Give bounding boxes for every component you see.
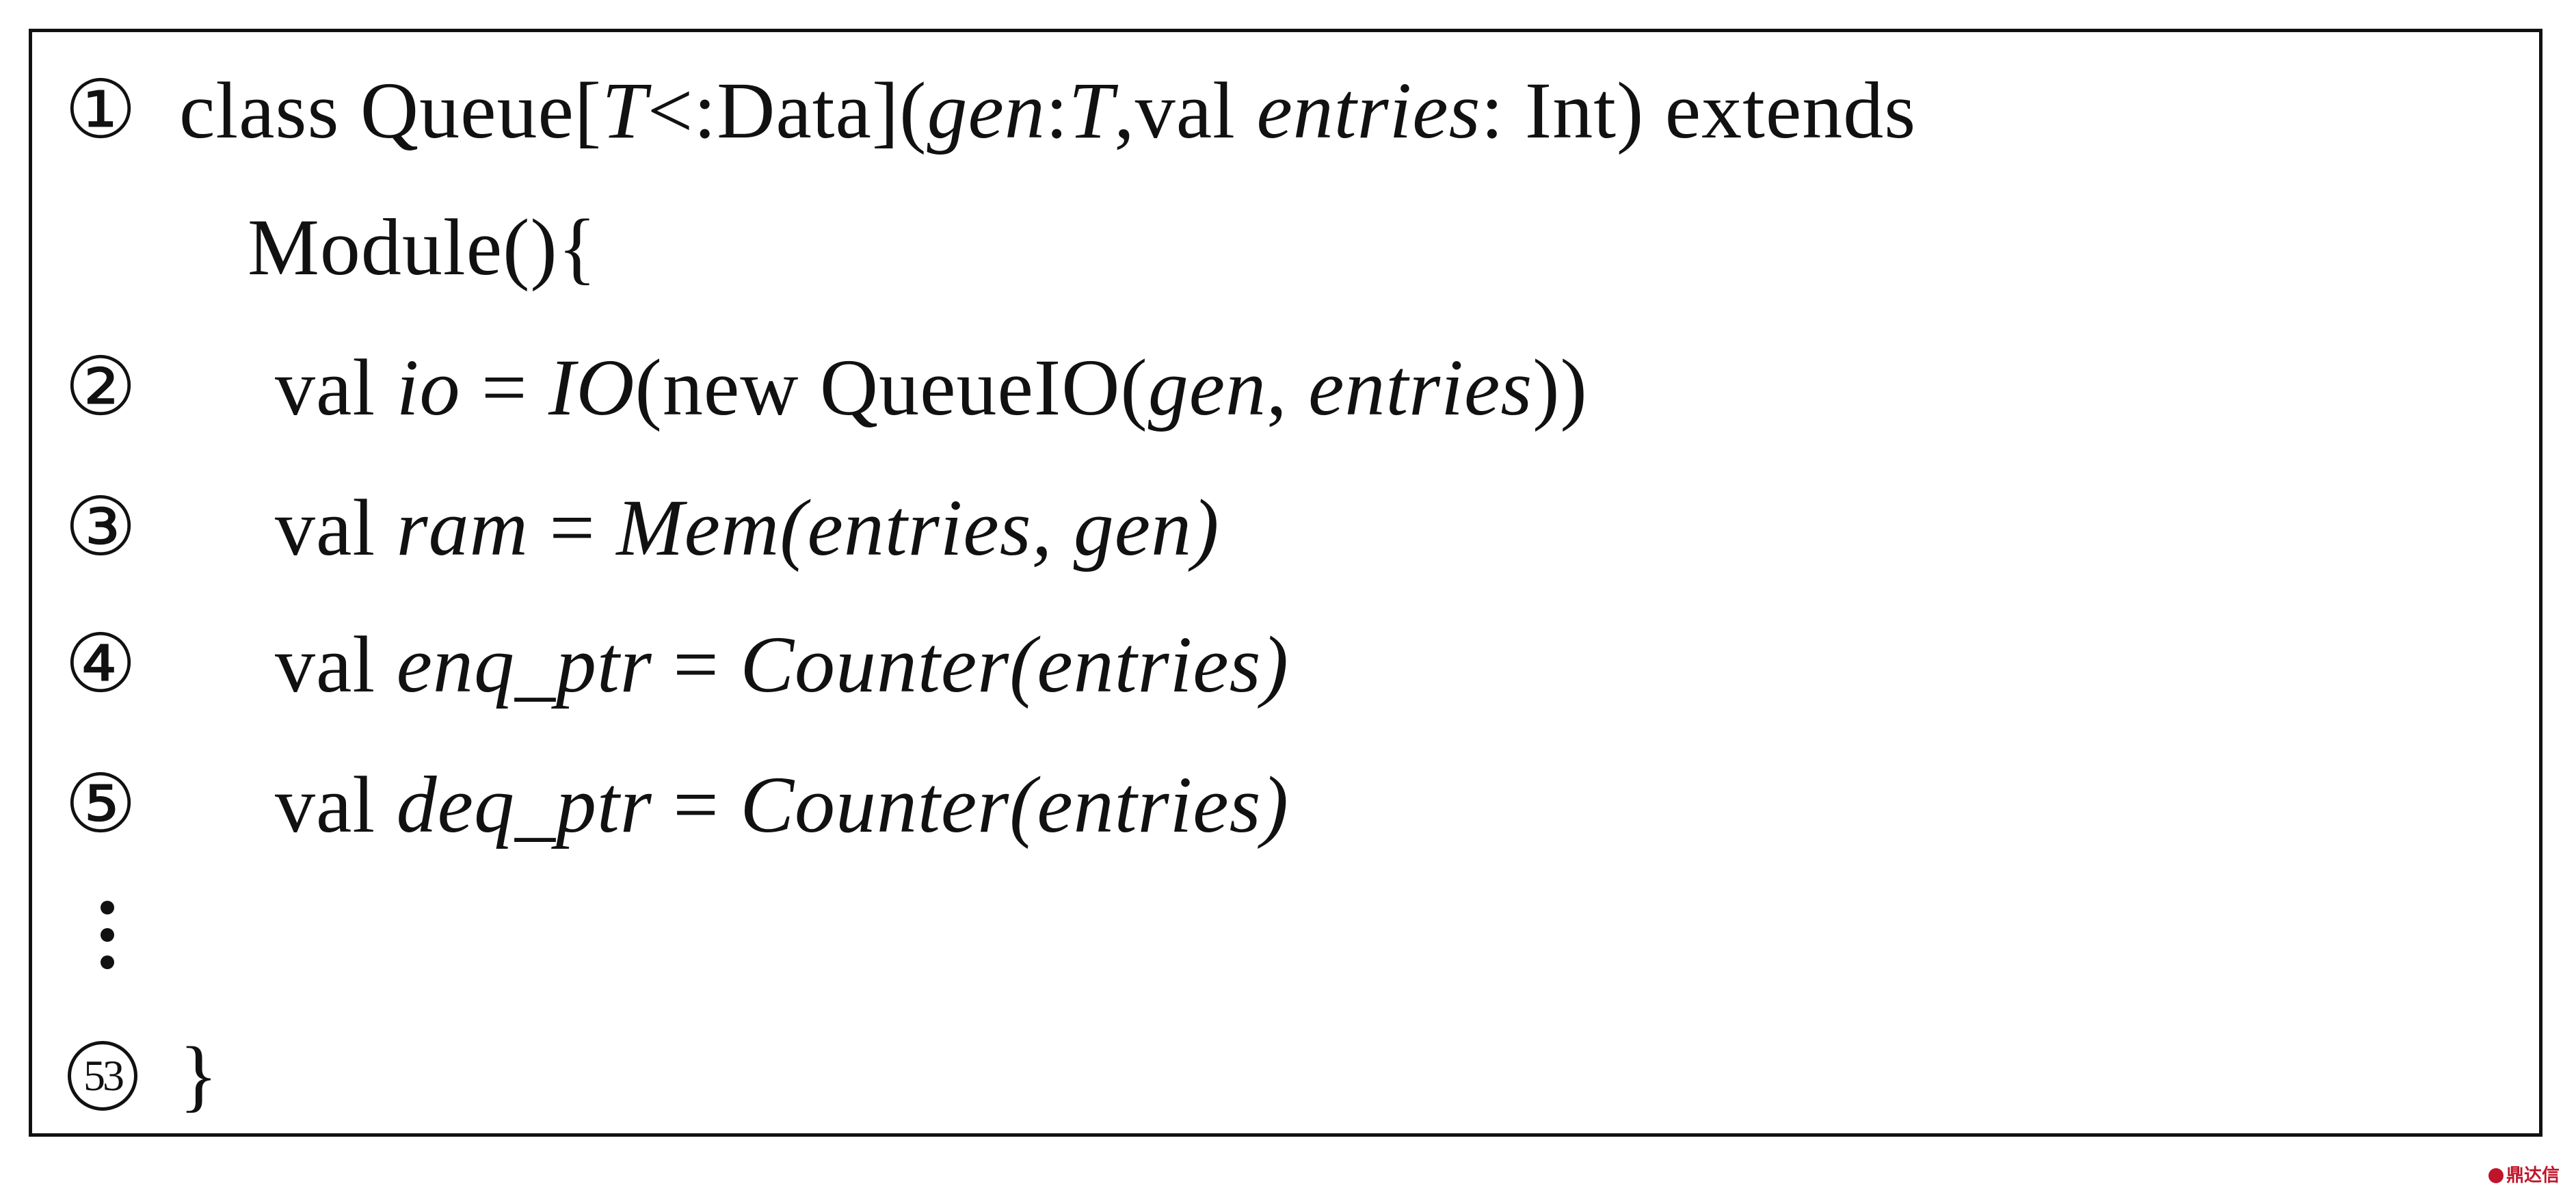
code-token: : bbox=[1045, 66, 1069, 155]
ellipsis-dot bbox=[101, 955, 114, 969]
code-text: val deq_ptr = Counter(entries) bbox=[275, 737, 1289, 873]
code-token: Counter(entries) bbox=[740, 620, 1289, 709]
code-token: val bbox=[275, 620, 397, 709]
code-token: val bbox=[275, 343, 397, 432]
code-token: )) bbox=[1532, 343, 1588, 432]
line-number: ① bbox=[64, 66, 137, 155]
code-token: = bbox=[652, 760, 741, 849]
code-token: io bbox=[396, 343, 461, 432]
line-number: ⑤ bbox=[64, 760, 137, 849]
line-number: 53 bbox=[68, 1041, 137, 1111]
code-text: val io = IO(new QueueIO(gen, entries)) bbox=[275, 319, 1588, 456]
code-token: <:Data]( bbox=[647, 66, 927, 155]
code-text: val enq_ptr = Counter(entries) bbox=[275, 596, 1289, 733]
line-number: ③ bbox=[64, 483, 137, 572]
line-number: ④ bbox=[64, 620, 137, 709]
code-token: = bbox=[528, 483, 617, 572]
vertical-ellipsis bbox=[94, 901, 121, 983]
code-token: T bbox=[602, 66, 648, 155]
code-token: T bbox=[1068, 66, 1115, 155]
code-token: (new QueueIO( bbox=[635, 343, 1148, 432]
code-token: ,val bbox=[1114, 66, 1257, 155]
code-token: val bbox=[275, 483, 397, 572]
code-token: IO bbox=[548, 343, 635, 432]
code-token: gen bbox=[1147, 343, 1267, 432]
code-token: val bbox=[275, 760, 397, 849]
code-token: Counter(entries) bbox=[740, 760, 1289, 849]
ellipsis-dot bbox=[101, 928, 114, 942]
code-token: : Int) extends bbox=[1480, 66, 1917, 155]
code-token: , bbox=[1266, 343, 1309, 432]
code-token: gen bbox=[927, 66, 1046, 155]
watermark-text: 鼎达信 bbox=[2506, 1165, 2560, 1186]
code-token: = bbox=[652, 620, 741, 709]
code-token: Mem(entries, gen) bbox=[616, 483, 1220, 572]
code-text: } bbox=[179, 1030, 219, 1120]
code-token: ram bbox=[396, 483, 529, 572]
code-text: Module(){ bbox=[248, 202, 598, 292]
watermark: 鼎达信 bbox=[2488, 1161, 2560, 1187]
code-token: = bbox=[460, 343, 549, 432]
line-number: ② bbox=[64, 343, 137, 432]
code-token: entries bbox=[1308, 343, 1533, 432]
code-token: entries bbox=[1256, 66, 1481, 155]
code-text: class Queue[T<:Data](gen:T,val entries: … bbox=[179, 42, 1916, 179]
code-token: deq_ptr bbox=[396, 760, 652, 849]
code-token: enq_ptr bbox=[396, 620, 652, 709]
ellipsis-dot bbox=[101, 901, 114, 914]
code-text: val ram = Mem(entries, gen) bbox=[275, 460, 1219, 596]
code-token: class Queue[ bbox=[179, 66, 602, 155]
watermark-logo-icon bbox=[2488, 1168, 2504, 1183]
code-listing-box: ① class Queue[T<:Data](gen:T,val entries… bbox=[29, 29, 2542, 1137]
